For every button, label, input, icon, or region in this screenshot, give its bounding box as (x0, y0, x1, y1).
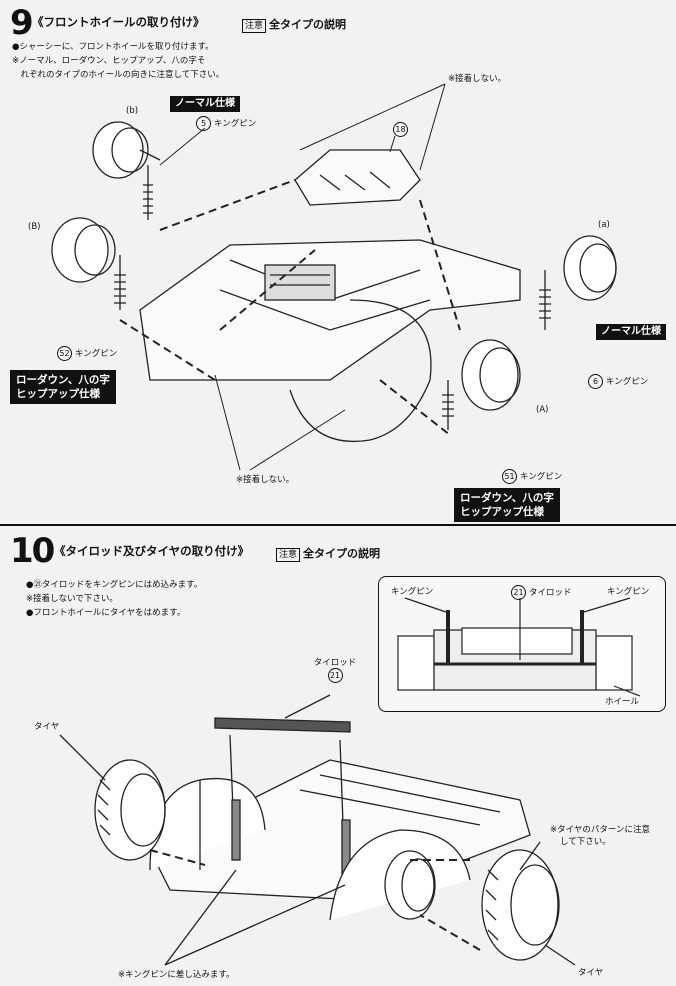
tierod-label-text: タイロッド (313, 658, 357, 668)
inset-wheel: ホイール (605, 697, 640, 707)
inset-kingpin-left: キングピン (391, 587, 434, 597)
tire-right-label: タイヤ (578, 968, 604, 978)
step9-instruction-line: ●シャーシーに、フロントホイールを取り付けます。 (12, 42, 214, 52)
label-b-small: (b) (126, 106, 139, 116)
tierod-number: 21 (327, 668, 343, 683)
lowdown-spec-left: ローダウン、八の字 ヒップアップ仕様 (10, 370, 116, 404)
step10-number: 10 (10, 531, 55, 571)
step10-instruction-line: ●フロントホイールにタイヤをはめます。 (26, 608, 186, 618)
lowdown-spec-right: ローダウン、八の字 ヒップアップ仕様 (454, 488, 560, 522)
step10-instruction-line: ※接着しないで下さい。 (26, 594, 118, 604)
kingpin-insert-note: ※キングピンに差し込みます。 (118, 970, 235, 980)
step10-title: 《タイロッド及びタイヤの取り付け》 (54, 544, 250, 558)
tire-note-line1: ※タイヤのパターンに注意 (550, 825, 650, 835)
tire-note: ※タイヤのパターンに注意 して下さい。 (550, 823, 650, 847)
label-b-large: (B) (28, 222, 41, 232)
part52-number: 52 (57, 346, 72, 361)
step9-instructions: ●シャーシーに、フロントホイールを取り付けます。 ※ノーマル、ローダウン、ヒップ… (12, 40, 312, 82)
step10-note-title: 全タイプの説明 (303, 547, 381, 560)
step10-instruction-line: ●㉑タイロッドをキングピンにはめ込みます。 (26, 580, 203, 590)
step9-no-glue-top: ※接着しない。 (448, 74, 507, 84)
label-a-small: (a) (598, 220, 610, 230)
tierod-label: タイロッド 21 (310, 656, 360, 683)
lowdown-spec-right-line2: ヒップアップ仕様 (460, 506, 544, 518)
normal-spec-left: ノーマル仕様 (170, 96, 240, 112)
part6-number: 6 (588, 374, 603, 389)
label-a-large: (A) (536, 405, 549, 415)
tire-left-label: タイヤ (34, 722, 60, 732)
step9-title: 《フロントホイールの取り付け》 (32, 15, 205, 29)
section-divider (0, 524, 676, 526)
part51-label: キングピン (520, 472, 563, 482)
step9-note-title: 全タイプの説明 (269, 18, 347, 31)
step9-number: 9 (10, 3, 34, 43)
part5-number: 5 (196, 116, 211, 131)
part52-label: キングピン (75, 349, 118, 359)
part18-callout: 18 (393, 122, 411, 137)
step10-instructions: ●㉑タイロッドをキングピンにはめ込みます。 ※接着しないで下さい。 ●フロントホ… (26, 578, 326, 620)
part6-label: キングピン (606, 377, 649, 387)
lowdown-spec-right-line1: ローダウン、八の字 (460, 492, 554, 504)
part51-number: 51 (502, 469, 517, 484)
step9-note-badge: 注意 (242, 19, 267, 33)
step10-header: 10 《タイロッド及びタイヤの取り付け》 注意全タイプの説明 (10, 534, 670, 568)
tire-note-line2: して下さい。 (560, 837, 611, 847)
step9-no-glue-bottom: ※接着しない。 (236, 475, 295, 485)
normal-spec-right: ノーマル仕様 (596, 324, 666, 340)
step9-instruction-line: れぞれのタイプのホイールの向きに注意して下さい。 (12, 70, 225, 80)
step9-instruction-line: ※ノーマル、ローダウン、ヒップアップ、八の字そ (12, 56, 206, 66)
inset-tierod-number: 21 (511, 585, 526, 600)
step9-note: 注意全タイプの説明 (242, 13, 346, 33)
step10-note: 注意全タイプの説明 (276, 542, 380, 562)
lowdown-spec-left-line2: ヒップアップ仕様 (16, 388, 100, 400)
part18-number: 18 (393, 122, 408, 137)
inset-tierod-label: タイロッド (529, 588, 572, 598)
inset-kingpin-right: キングピン (607, 587, 650, 597)
step9-header: 9 《フロントホイールの取り付け》 注意全タイプの説明 (10, 6, 670, 40)
part5-label: キングピン (214, 119, 257, 129)
lowdown-spec-left-line1: ローダウン、八の字 (16, 374, 110, 386)
step10-note-badge: 注意 (276, 548, 301, 562)
